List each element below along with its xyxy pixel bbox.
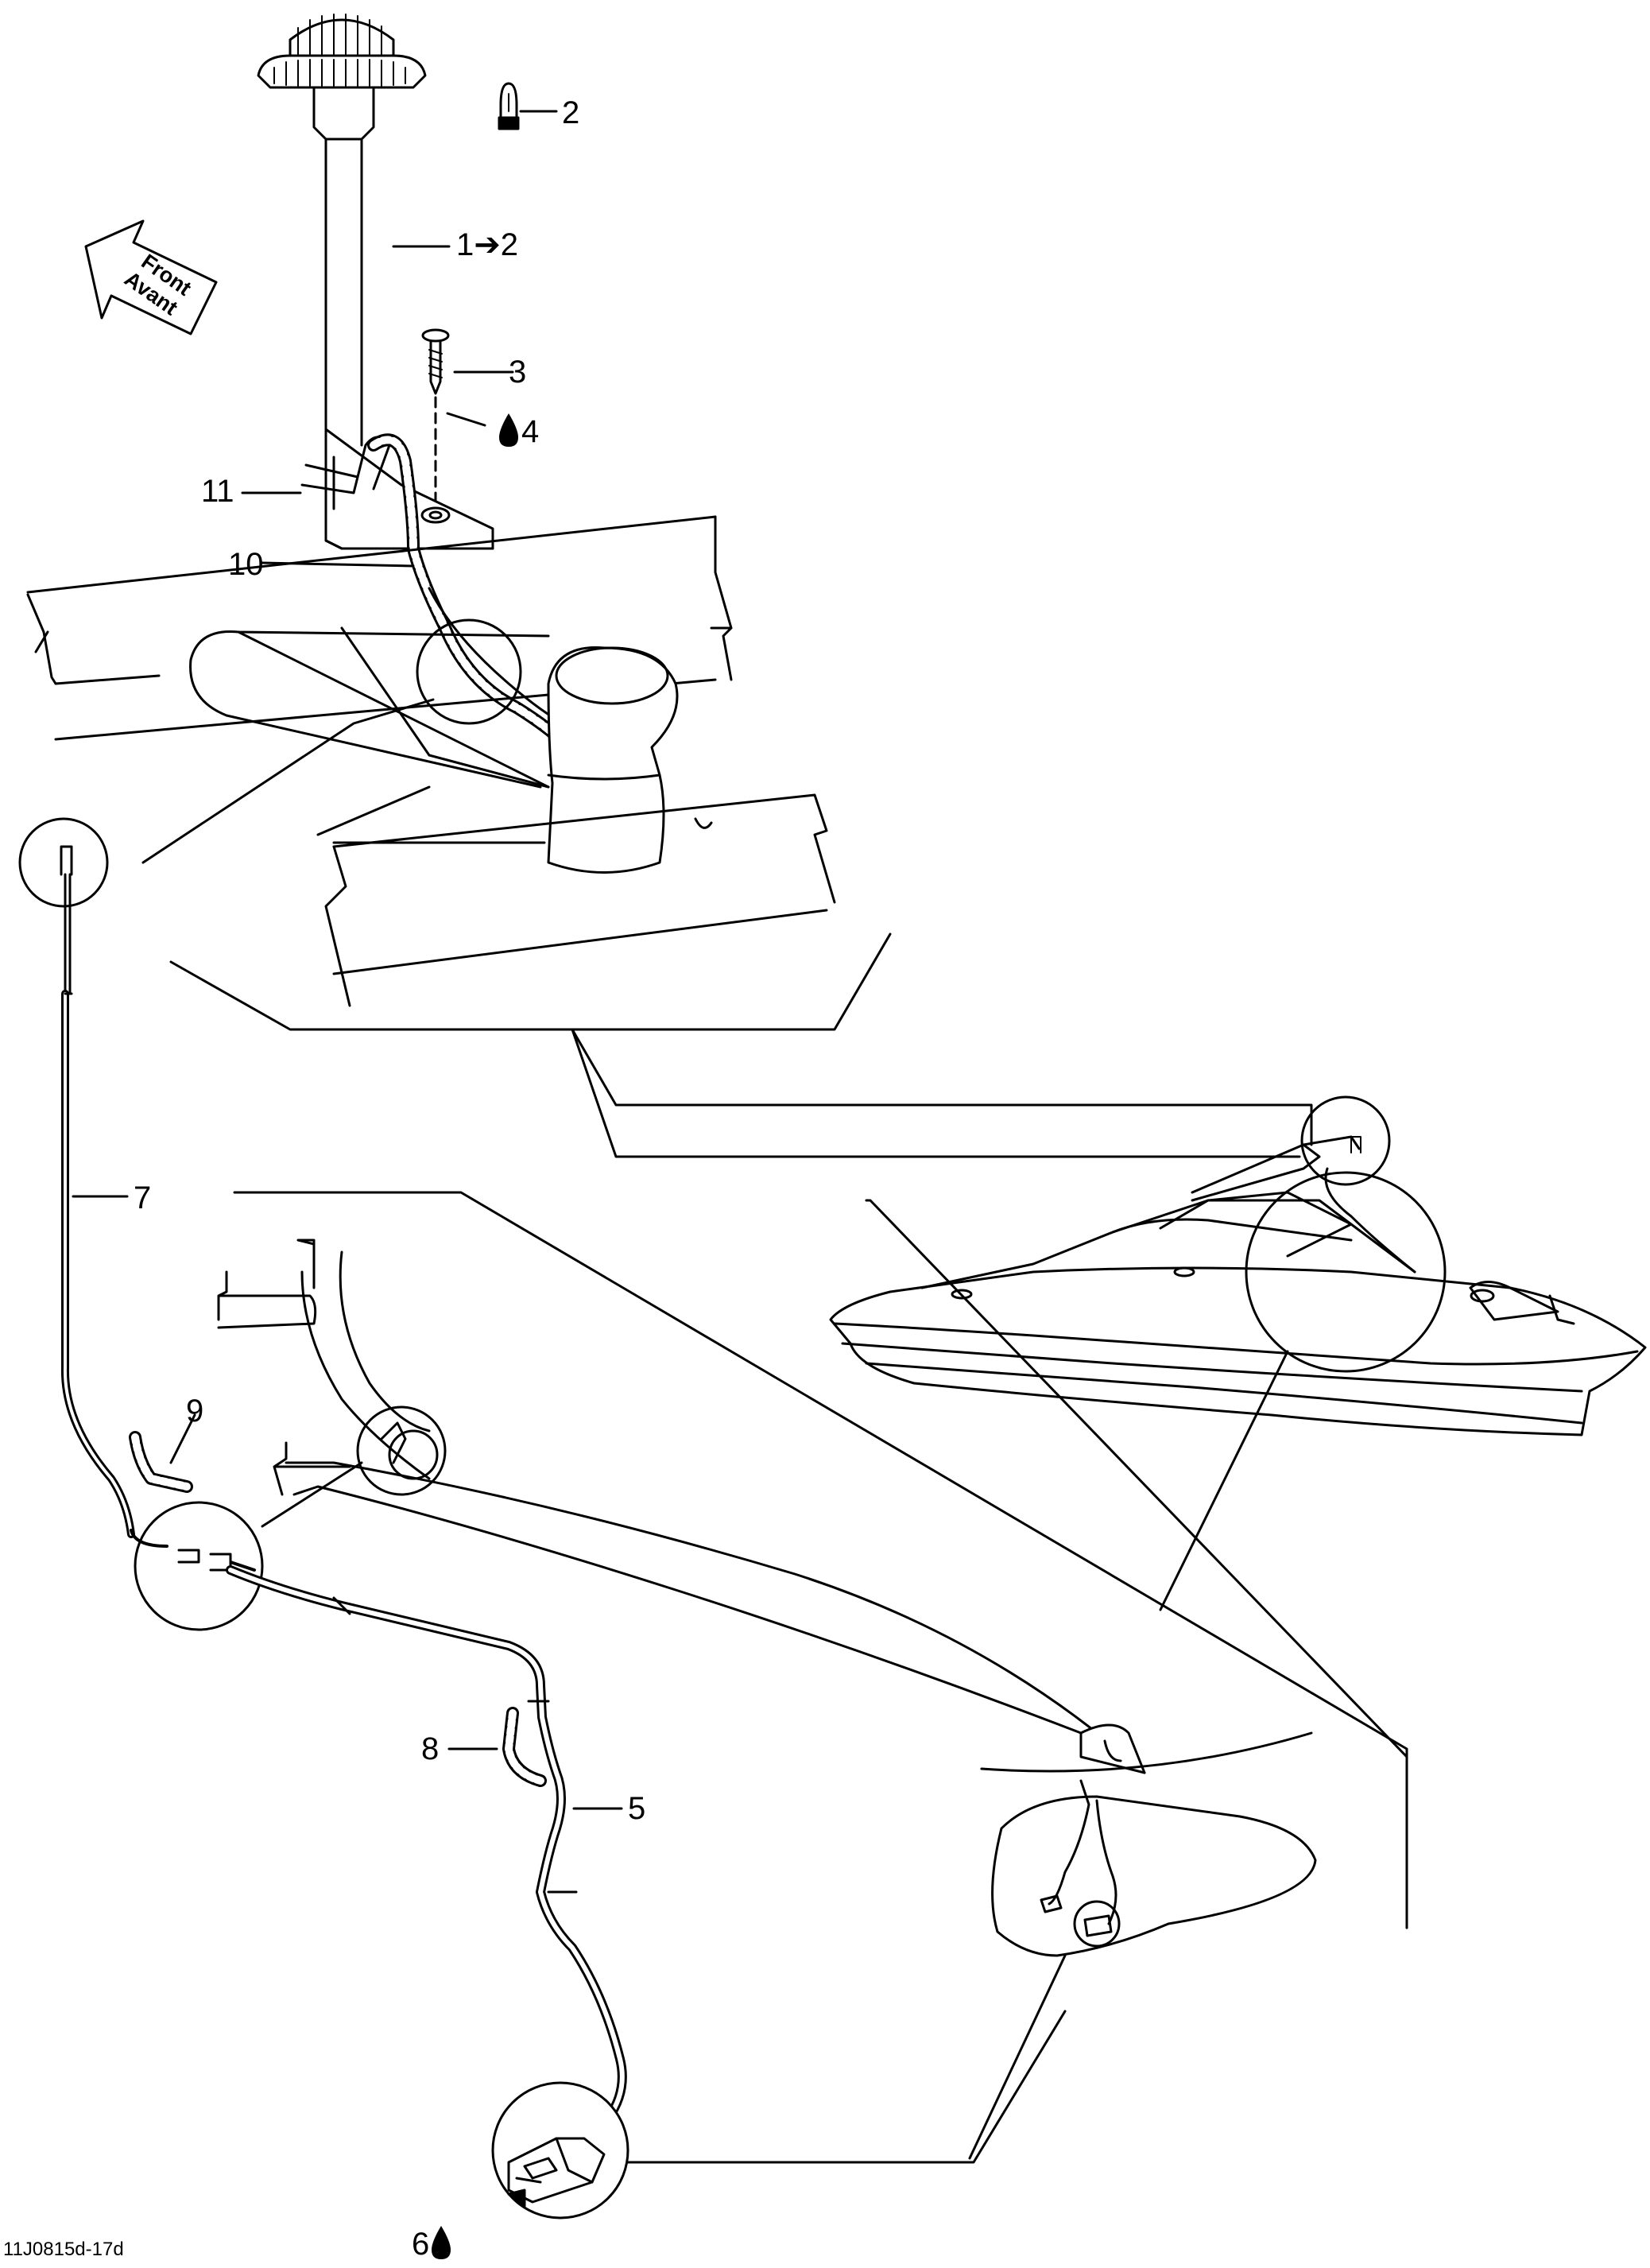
harness-7: [60, 990, 135, 1538]
bulb-icon: [498, 82, 520, 130]
pillar-detail: [356, 1405, 447, 1496]
leader-line-4: [446, 412, 486, 427]
detail-circle-deck: [416, 618, 522, 725]
callout-11: 11: [201, 474, 234, 509]
detail-circle-b: [134, 1501, 264, 1631]
callout-5: 5: [628, 1791, 646, 1826]
detail-link-line-6: [626, 2010, 1067, 2164]
callout-10: 10: [228, 547, 264, 582]
detail-link-line-harness: [1159, 1350, 1289, 1611]
detail-link-line-b: [261, 1461, 363, 1528]
connector-detail-a: [18, 817, 109, 995]
cleat-fitting: [547, 646, 679, 874]
detail-circle-boat-light: [1300, 1095, 1391, 1186]
callout-2: 2: [562, 95, 580, 130]
hull-panel-detail: [991, 1779, 1317, 1957]
callout-4: 4: [521, 414, 540, 449]
light-pole: [312, 87, 375, 447]
front-arrow-icon: [84, 219, 218, 335]
light-dome: [257, 14, 427, 89]
connector-pins-b: [177, 1549, 232, 1572]
detail-link-line-a: [141, 698, 435, 864]
sealant-drop-icon-4: [499, 413, 518, 447]
wire-tail: [694, 817, 713, 829]
detail-circle-boat-harness: [1245, 1171, 1447, 1373]
boat-illustration: [829, 1135, 1647, 1436]
corrugated-sleeve-8: [502, 1707, 547, 1787]
connector-detail-6: [491, 2081, 629, 2220]
detail-link-line-panel: [968, 1954, 1067, 2160]
detail-link-line-light: [571, 1028, 1301, 1158]
sealant-drop-icon-6: [432, 2226, 451, 2259]
callout-9: 9: [186, 1394, 204, 1429]
screw-icon: [421, 328, 450, 395]
corrugated-conduit: [367, 433, 571, 750]
leader-line-9: [169, 1413, 196, 1464]
callout-1to2: 1➔2: [456, 227, 519, 262]
deck-frame: [189, 626, 550, 844]
callout-6: 6: [412, 2227, 430, 2262]
corrugated-sleeve-9: [129, 1431, 193, 1493]
figure-code: 11J0815d-17d: [3, 2239, 124, 2260]
deck-panel-lower: [169, 793, 1313, 1146]
callout-7: 7: [134, 1181, 152, 1215]
callout-3: 3: [509, 355, 527, 390]
harness-5: [226, 1565, 627, 2151]
callout-8: 8: [421, 1731, 440, 1766]
